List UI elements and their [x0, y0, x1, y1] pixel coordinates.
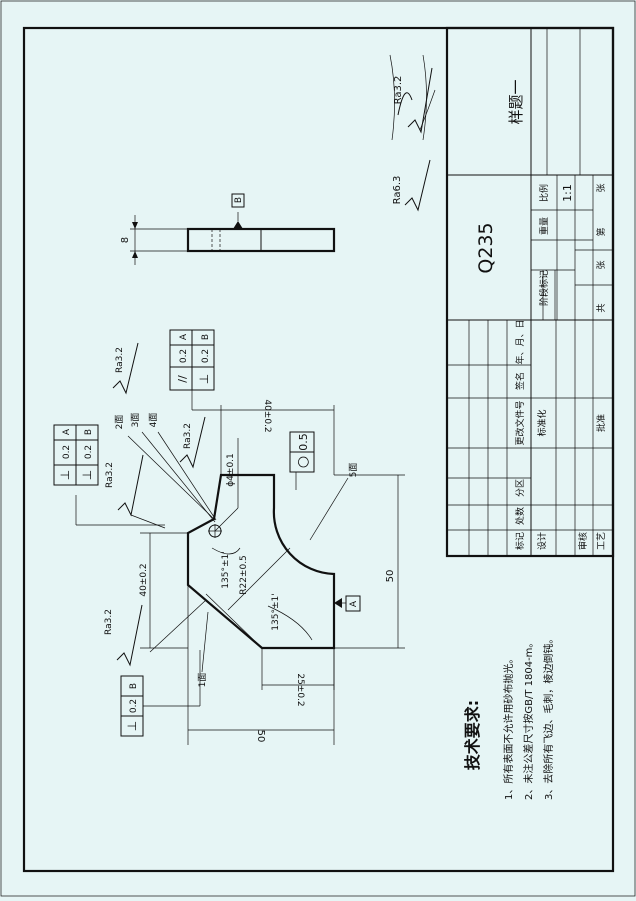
datum-a: A [349, 600, 359, 607]
header-count: 处数 [514, 507, 526, 525]
face-edge-ra-text: Ra3.2 [105, 462, 115, 488]
total-width-dim: 50 [255, 730, 266, 743]
top-width-dim: 40±0.2 [262, 399, 272, 432]
standardize-label: 标准化 [536, 409, 548, 436]
process-label: 工艺 [596, 532, 607, 550]
header-date: 年、月、日 [514, 319, 526, 364]
bracket-ra-text: Ra3.2 [393, 76, 404, 105]
sheet-no-label: 第 [595, 227, 607, 236]
header-signature: 签名 [514, 372, 526, 390]
thickness-dim: 8 [120, 237, 131, 243]
tech-req-item-2: 2、未注公差尺寸按GB/T 1804-m。 [522, 638, 535, 800]
radius-dim: R22±0.5 [239, 555, 249, 595]
face1-ra-text: Ra3.2 [104, 609, 114, 635]
tech-req-item-3: 3、去除所有飞边、毛刺，棱边倒钝。 [542, 634, 555, 800]
fcf-par-ref2: B [201, 334, 211, 340]
header-change-doc: 更改文件号 [514, 400, 526, 445]
design-label: 设计 [536, 532, 548, 550]
perp-1-ref: B [129, 683, 139, 689]
datum-b-side: B [234, 197, 244, 203]
fcf-top-ref2: B [84, 429, 94, 435]
fcf-top-val1: 0.2 [62, 445, 72, 459]
face-4-label: 4面 [148, 413, 159, 428]
part-outline [186, 473, 336, 650]
fcf-top-ref1: A [62, 428, 72, 435]
fcf-top-sym1: ⊥ [58, 470, 72, 480]
bottom-width-dim: 25±0.2 [295, 673, 305, 706]
side-view: 8 B [120, 193, 336, 265]
face-top-ra-text: Ra3.2 [115, 347, 125, 373]
angle-bottom-dim: 135°±1' [271, 593, 281, 630]
left-height-dim: 40±0.2 [139, 563, 149, 596]
fcf-par-sym2: ⊥ [197, 374, 211, 384]
circularity-symbol: ○ [295, 456, 311, 468]
weight-label: 重量 [538, 217, 550, 235]
face-1-label: 1面 [197, 673, 208, 688]
stage-mark-label: 阶段标记 [538, 270, 550, 306]
face-2-label: 2面 [114, 415, 125, 430]
sheet-unit-1: 张 [596, 260, 607, 269]
scale-value: 1:1 [561, 184, 574, 202]
fcf-par-val2: 0.2 [201, 349, 211, 363]
header-zone: 分区 [515, 479, 526, 497]
fcf-par-val1: 0.2 [179, 349, 189, 363]
drawing-name: 样题一 [507, 79, 525, 124]
face-5-label: 5面 [348, 463, 359, 478]
fcf-par-sym1: // [176, 375, 189, 383]
general-surface-finish: Ra6.3 Ra3.2 [389, 54, 436, 212]
perp-1-symbol: ⊥ [125, 721, 139, 731]
total-height-dim: 50 [385, 570, 396, 583]
material-label: Q235 [475, 222, 497, 273]
fcf-top-sym2: ⊥ [80, 470, 94, 480]
total-sheets-label: 共 [596, 303, 607, 312]
approve-label: 批准 [595, 414, 607, 432]
general-ra-text: Ra6.3 [392, 176, 403, 205]
front-view: A 40±0.2 50 40±0.2 25±0.2 50 135°±1' 135… [53, 329, 405, 745]
technical-requirements: 技术要求: 1、所有表面不允许用砂布抛光。 2、未注公差尺寸按GB/T 1804… [463, 634, 555, 800]
tech-req-title: 技术要求: [463, 700, 482, 770]
hole-dim: ϕ4±0.1 [226, 453, 236, 487]
face-3-label: 3面 [130, 413, 141, 428]
sheet-unit-2: 张 [596, 183, 607, 192]
angle-top-dim: 135°±1' [221, 551, 231, 588]
face-mid-ra-text: Ra3.2 [183, 423, 193, 449]
title-block: 样题一 Q235 阶段标记 重量 比例 1:1 共 张 第 张 标记 处数 分区… [445, 26, 615, 558]
header-mark: 标记 [514, 532, 526, 550]
fcf-top-val2: 0.2 [84, 445, 94, 459]
scale-label: 比例 [538, 184, 550, 202]
tech-req-item-1: 1、所有表面不允许用砂布抛光。 [502, 654, 515, 800]
fcf-par-ref1: A [179, 333, 189, 340]
review-label: 审核 [577, 532, 589, 550]
circularity-value: 0.5 [297, 433, 310, 451]
perp-1-value: 0.2 [129, 699, 139, 713]
